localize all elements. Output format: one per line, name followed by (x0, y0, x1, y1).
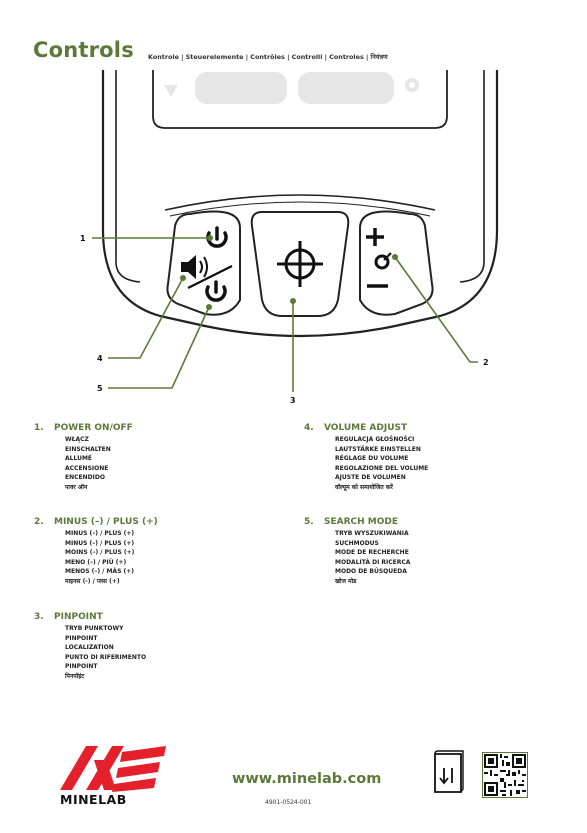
translation-line: MODE DE RECHERCHE (335, 549, 409, 556)
callout-line-5 (108, 306, 210, 389)
page-subtitle: Kontrole | Steuerelemente | Contrôles | … (148, 53, 388, 61)
translation-line: पिनपॉइंट (65, 672, 85, 680)
translation-line: RÉGLAGE DU VOLUME (335, 455, 409, 462)
translation-line: PUNTO DI RIFERIMENTO (65, 653, 147, 661)
website-link[interactable]: www.minelab.com (232, 771, 382, 787)
translation-line: MENOS (–) / MÁS (+) (65, 568, 134, 575)
device-inner-edge-right (459, 70, 485, 283)
plus-icon (366, 228, 384, 246)
section-heading: POWER ON/OFF (54, 423, 133, 433)
button-divider (187, 265, 233, 289)
translation-line: पावर ऑन (65, 483, 88, 491)
section-number: 5. (304, 517, 314, 527)
translation-line: REGULACJA GŁOŚNOŚCI (335, 436, 415, 443)
translation-line: REGOLAZIONE DEL VOLUME (335, 464, 429, 472)
minus-plus-button[interactable] (359, 210, 434, 316)
volume-icon (181, 255, 208, 279)
device-inner-edge (115, 70, 141, 283)
translation-line: ALLUMÉ (65, 455, 93, 462)
translation-line: EINSCHALTEN (65, 445, 111, 453)
translation-line: PINPOINT (65, 634, 98, 642)
section-number: 4. (304, 423, 314, 433)
callout-number-4: 4 (97, 354, 103, 363)
translation-line: वॉल्यूम को समायोजित करें (335, 483, 393, 491)
screen-arrow-icon (164, 85, 178, 97)
pinpoint-button[interactable] (250, 211, 350, 317)
crosshair-icon (277, 241, 323, 287)
section-number: 2. (34, 517, 44, 527)
section-number: 3. (34, 612, 44, 622)
translation-line: MODALITÀ DI RICERCA (335, 558, 411, 566)
translation-line: MODO DE BÚSQUEDA (335, 568, 407, 575)
keypad-arch (164, 194, 436, 211)
callout-line-2 (394, 256, 478, 363)
section-heading: MINUS (–) / PLUS (+) (54, 517, 158, 527)
callout-number-5: 5 (97, 384, 103, 393)
minelab-logo-mark (60, 746, 166, 792)
translation-line: MINUS (–) / PLUS (+) (65, 539, 135, 547)
page-title: Controls (33, 38, 134, 62)
sensitivity-icon (374, 252, 392, 270)
brand-name: MINELAB (60, 792, 127, 807)
translation-line: माइनस (-) / प्लस (+) (65, 577, 120, 585)
translation-line: ENCENDIDO (65, 474, 105, 481)
section-heading: PINPOINT (54, 612, 103, 622)
callout-number-2: 2 (483, 358, 489, 367)
device-body (101, 70, 499, 338)
screen-segment-right (298, 72, 394, 104)
keypad-arch-inner (169, 201, 431, 217)
manual-download-icon[interactable] (432, 750, 466, 796)
translation-line: SUCHMODUS (335, 539, 379, 547)
translation-line: TRYB WYSZUKIWANIA (335, 530, 409, 537)
callout-number-3: 3 (290, 396, 296, 405)
qr-code[interactable] (482, 752, 528, 798)
part-number: 4901-0524-001 (265, 799, 312, 806)
search-mode-icon (205, 280, 227, 302)
callout-number-1: 1 (80, 234, 86, 243)
callout-line-4 (108, 277, 184, 359)
translation-line: PINPOINT (65, 663, 98, 670)
translation-line: AJUSTE DE VOLUMEN (335, 474, 406, 481)
translation-line: MOINS (–) / PLUS (+) (65, 549, 135, 556)
translation-line: MENO (–) / PIÙ (+) (65, 558, 127, 566)
translation-line: LOCALIZATION (65, 644, 114, 651)
translation-line: MINUS (–) / PLUS (+) (65, 530, 135, 537)
section-heading: SEARCH MODE (324, 517, 399, 527)
section-heading: VOLUME ADJUST (324, 423, 408, 433)
translation-line: ACCENSIONE (65, 464, 109, 472)
translation-line: LAUTSTÄRKE EINSTELLEN (335, 445, 421, 453)
translation-line: TRYB PUNKTOWY (65, 625, 124, 632)
section-number: 1. (34, 423, 44, 433)
minelab-logo: MINELAB (60, 744, 170, 807)
screen-segment-left (195, 72, 287, 104)
detector-control-panel-diagram: 1 2 3 4 5 (80, 70, 499, 405)
power-volume-button[interactable] (166, 210, 241, 316)
translation-line: WŁĄCZ (65, 436, 89, 443)
translation-line: खोज मोड (335, 577, 357, 585)
